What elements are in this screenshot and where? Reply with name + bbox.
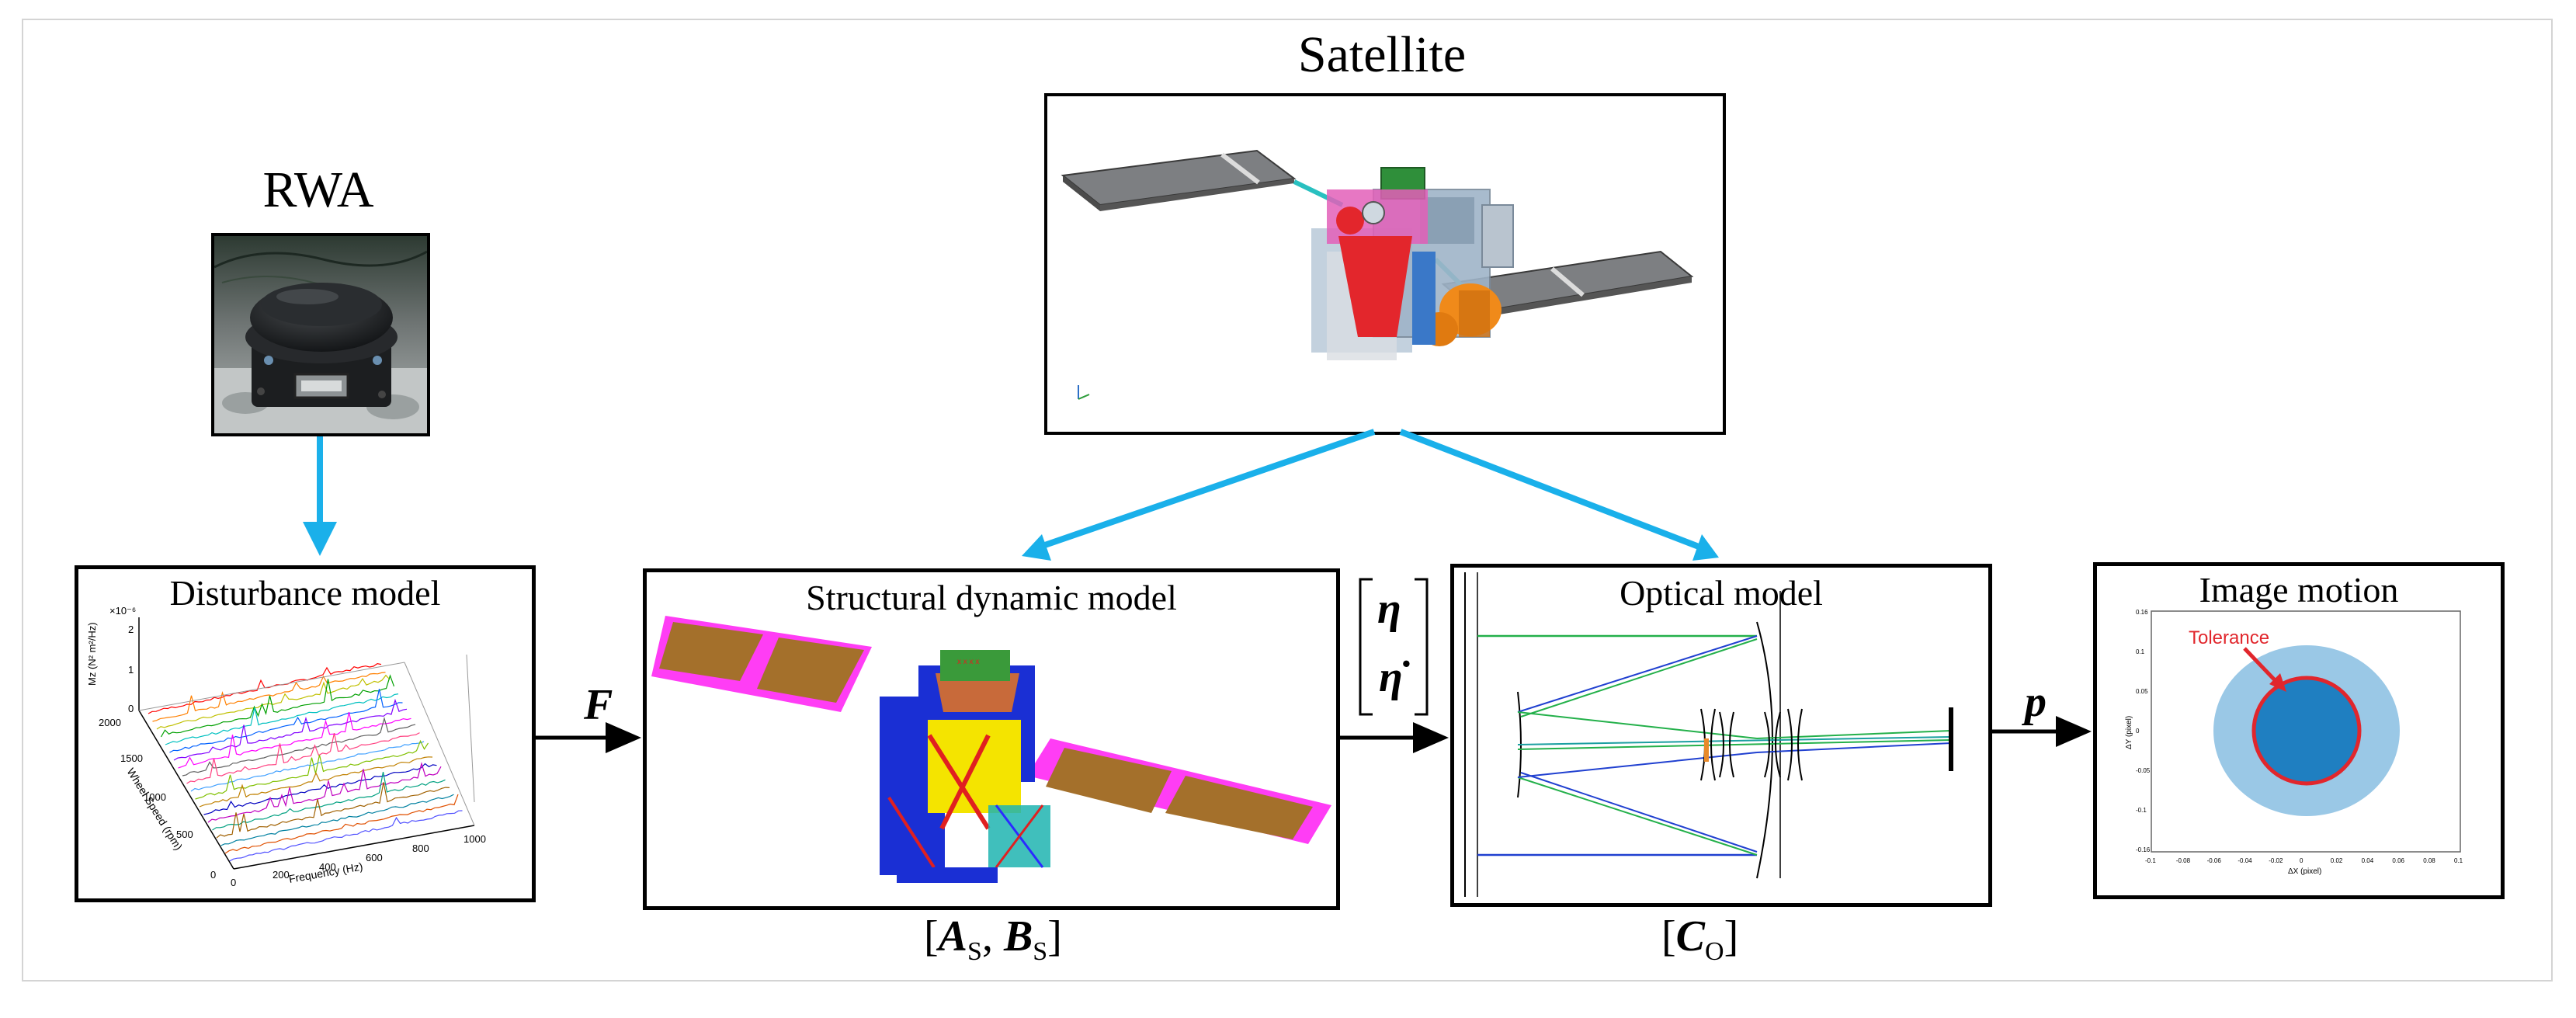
y-tick-1000: 1000 bbox=[144, 791, 166, 803]
structural-model-box: Structural dynamic model x x x x bbox=[643, 568, 1340, 910]
y-tick-labels: 0.16 0.1 0.05 0 -0.05 -0.1 -0.16 bbox=[2136, 609, 2151, 853]
rwa-label: RWA bbox=[262, 162, 374, 218]
motion-y-tick: 0.16 bbox=[2136, 609, 2148, 616]
waterfall-line bbox=[182, 716, 416, 777]
waterfall-line bbox=[199, 756, 433, 808]
waterfall-line bbox=[207, 762, 442, 823]
waterfall-line bbox=[156, 674, 391, 730]
fem-satellite-illustration: x x x x bbox=[651, 616, 1331, 883]
motion-x-tick: 0.08 bbox=[2423, 857, 2435, 864]
motion-x-tick: -0.04 bbox=[2238, 857, 2252, 864]
z-tick-1: 1 bbox=[128, 664, 134, 676]
waterfall-line bbox=[190, 741, 425, 792]
satellite-box bbox=[1044, 93, 1726, 435]
tolerance-circle bbox=[2251, 676, 2362, 786]
motion-x-tick: -0.1 bbox=[2145, 857, 2156, 864]
image-motion-symbol: p bbox=[2025, 678, 2047, 726]
waterfall-line bbox=[195, 739, 429, 800]
motion-x-tick: 0 bbox=[2300, 857, 2303, 864]
structural-matrices-label: [AS, BS] bbox=[924, 912, 1062, 967]
y-tick-2000: 2000 bbox=[99, 717, 121, 728]
waterfall-line bbox=[160, 674, 395, 738]
motion-x-label: ΔX (pixel) bbox=[2288, 867, 2321, 876]
waterfall-lines bbox=[148, 662, 463, 862]
waterfall-line bbox=[203, 763, 437, 815]
motion-x-tick: -0.02 bbox=[2269, 857, 2283, 864]
waterfall-line bbox=[186, 732, 420, 784]
waterfall-line bbox=[178, 711, 411, 769]
svg-text:x x x x: x x x x bbox=[957, 658, 979, 666]
force-symbol: F bbox=[584, 681, 613, 729]
optical-model-title: Optical model bbox=[1620, 573, 1823, 613]
motion-x-tick: -0.06 bbox=[2207, 857, 2222, 864]
image-motion-title: Image motion bbox=[2199, 570, 2399, 610]
exponent-label: ×10⁻⁶ bbox=[109, 605, 136, 617]
waterfall-line bbox=[173, 698, 408, 761]
z-tick-2: 2 bbox=[128, 624, 134, 635]
x-tick-0: 0 bbox=[231, 877, 236, 888]
z-tick-0: 0 bbox=[128, 703, 134, 714]
motion-x-tick: 0.1 bbox=[2454, 857, 2463, 864]
y-tick-1500: 1500 bbox=[120, 752, 143, 764]
motion-y-tick: 0 bbox=[2136, 728, 2140, 735]
eta-dot-symbol: η̇ bbox=[1379, 653, 1403, 701]
y-tick-0: 0 bbox=[210, 869, 216, 881]
waterfall-line bbox=[169, 689, 403, 753]
x-tick-800: 800 bbox=[412, 843, 429, 854]
motion-x-tick: 0.06 bbox=[2392, 857, 2404, 864]
motion-y-tick: 0.1 bbox=[2136, 648, 2145, 655]
optical-ray-trace bbox=[1464, 572, 1953, 897]
satellite-label: Satellite bbox=[1297, 26, 1467, 83]
waterfall-line bbox=[165, 693, 399, 745]
motion-y-label: ΔY (pixel) bbox=[2125, 716, 2133, 749]
z-axis-label: Mz (N² m²/Hz) bbox=[86, 622, 98, 686]
x-tick-600: 600 bbox=[366, 852, 383, 863]
disturbance-model-box: Disturbance model ×10⁻⁶ Mz (N² m²/Hz) 2 … bbox=[75, 565, 536, 902]
rwa-photo bbox=[211, 233, 430, 436]
eta-symbol: η bbox=[1377, 585, 1401, 633]
disturbance-model-title: Disturbance model bbox=[169, 573, 441, 613]
optical-matrix-label: [CO] bbox=[1661, 912, 1739, 967]
waterfall-line bbox=[229, 810, 463, 862]
satellite-cad-illustration bbox=[1061, 149, 1694, 400]
reaction-wheel-illustration bbox=[214, 236, 427, 433]
waterfall-line bbox=[220, 794, 454, 846]
image-motion-scatter: Tolerance ΔY (pixel) ΔX (pixel) -0.1 -0.0… bbox=[2125, 609, 2463, 876]
motion-y-tick: 0.05 bbox=[2136, 688, 2148, 695]
x-tick-200: 200 bbox=[273, 869, 290, 881]
motion-y-tick: -0.16 bbox=[2136, 846, 2151, 853]
waterfall-line bbox=[152, 672, 386, 722]
motion-y-tick: -0.1 bbox=[2136, 807, 2147, 814]
x-tick-1000: 1000 bbox=[463, 833, 486, 845]
motion-x-tick: 0.04 bbox=[2362, 857, 2374, 864]
optical-model-box: Optical model bbox=[1450, 564, 1992, 907]
y-axis-label: Wheel Speed (rpm) bbox=[124, 766, 185, 852]
figure-frame bbox=[22, 19, 2553, 982]
disturbance-waterfall-plot: ×10⁻⁶ Mz (N² m²/Hz) 2 1 0 2000 1500 1000… bbox=[86, 605, 486, 888]
y-tick-500: 500 bbox=[176, 829, 193, 840]
x-tick-400: 400 bbox=[319, 861, 336, 873]
motion-x-tick: -0.08 bbox=[2176, 857, 2191, 864]
waterfall-line bbox=[212, 771, 446, 831]
waterfall-line bbox=[216, 782, 450, 839]
image-motion-box: Image motion Tolerance ΔY (pixel) ΔX (pi… bbox=[2093, 562, 2505, 899]
tolerance-label: Tolerance bbox=[2189, 627, 2269, 648]
structural-model-title: Structural dynamic model bbox=[806, 578, 1177, 617]
x-tick-labels: -0.1 -0.08 -0.06 -0.04 -0.02 0 0.02 0.04 0.06 0.0… bbox=[2145, 857, 2463, 864]
motion-x-tick: 0.02 bbox=[2331, 857, 2343, 864]
waterfall-line bbox=[224, 794, 459, 854]
motion-y-tick: -0.05 bbox=[2136, 767, 2151, 774]
